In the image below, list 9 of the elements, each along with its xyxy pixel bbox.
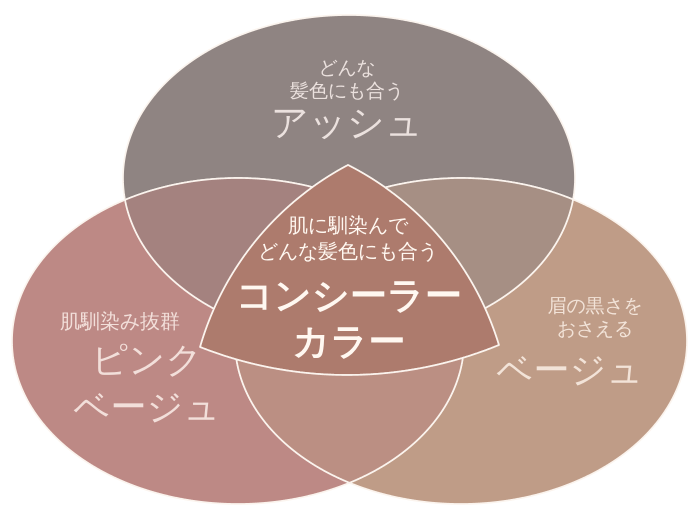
- product-name: コンシーラーカラー: [234, 273, 463, 365]
- overlap-region: [235, 357, 464, 484]
- feature-text: 肌馴染み抜群: [59, 309, 181, 333]
- color-name: ベージュ: [495, 349, 644, 393]
- feature-text: 肌に馴染んでどんな髪色にも合う: [257, 212, 439, 264]
- feature-text: 眉の黒さをおさえる: [546, 295, 644, 341]
- color-name: アッシュ: [270, 101, 424, 145]
- feature-text: どんな髪色にも合う: [288, 57, 405, 103]
- color-name: ピンクベージュ: [72, 339, 222, 430]
